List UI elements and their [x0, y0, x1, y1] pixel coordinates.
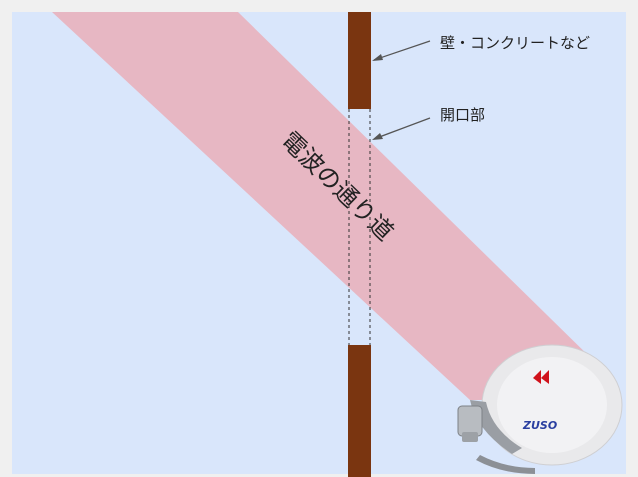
arrow-left-icon [372, 117, 431, 140]
satellite-dish-icon: ZUSO [457, 344, 623, 474]
beam-path-band [52, 12, 598, 400]
wall-lower [348, 345, 371, 477]
wall-upper [348, 12, 371, 109]
opening-label: 開口部 [440, 106, 485, 124]
dish-logo-text: ZUSO [522, 419, 557, 432]
wall-label: 壁・コンクリートなど [440, 34, 590, 52]
arrow-left-icon [372, 40, 431, 61]
